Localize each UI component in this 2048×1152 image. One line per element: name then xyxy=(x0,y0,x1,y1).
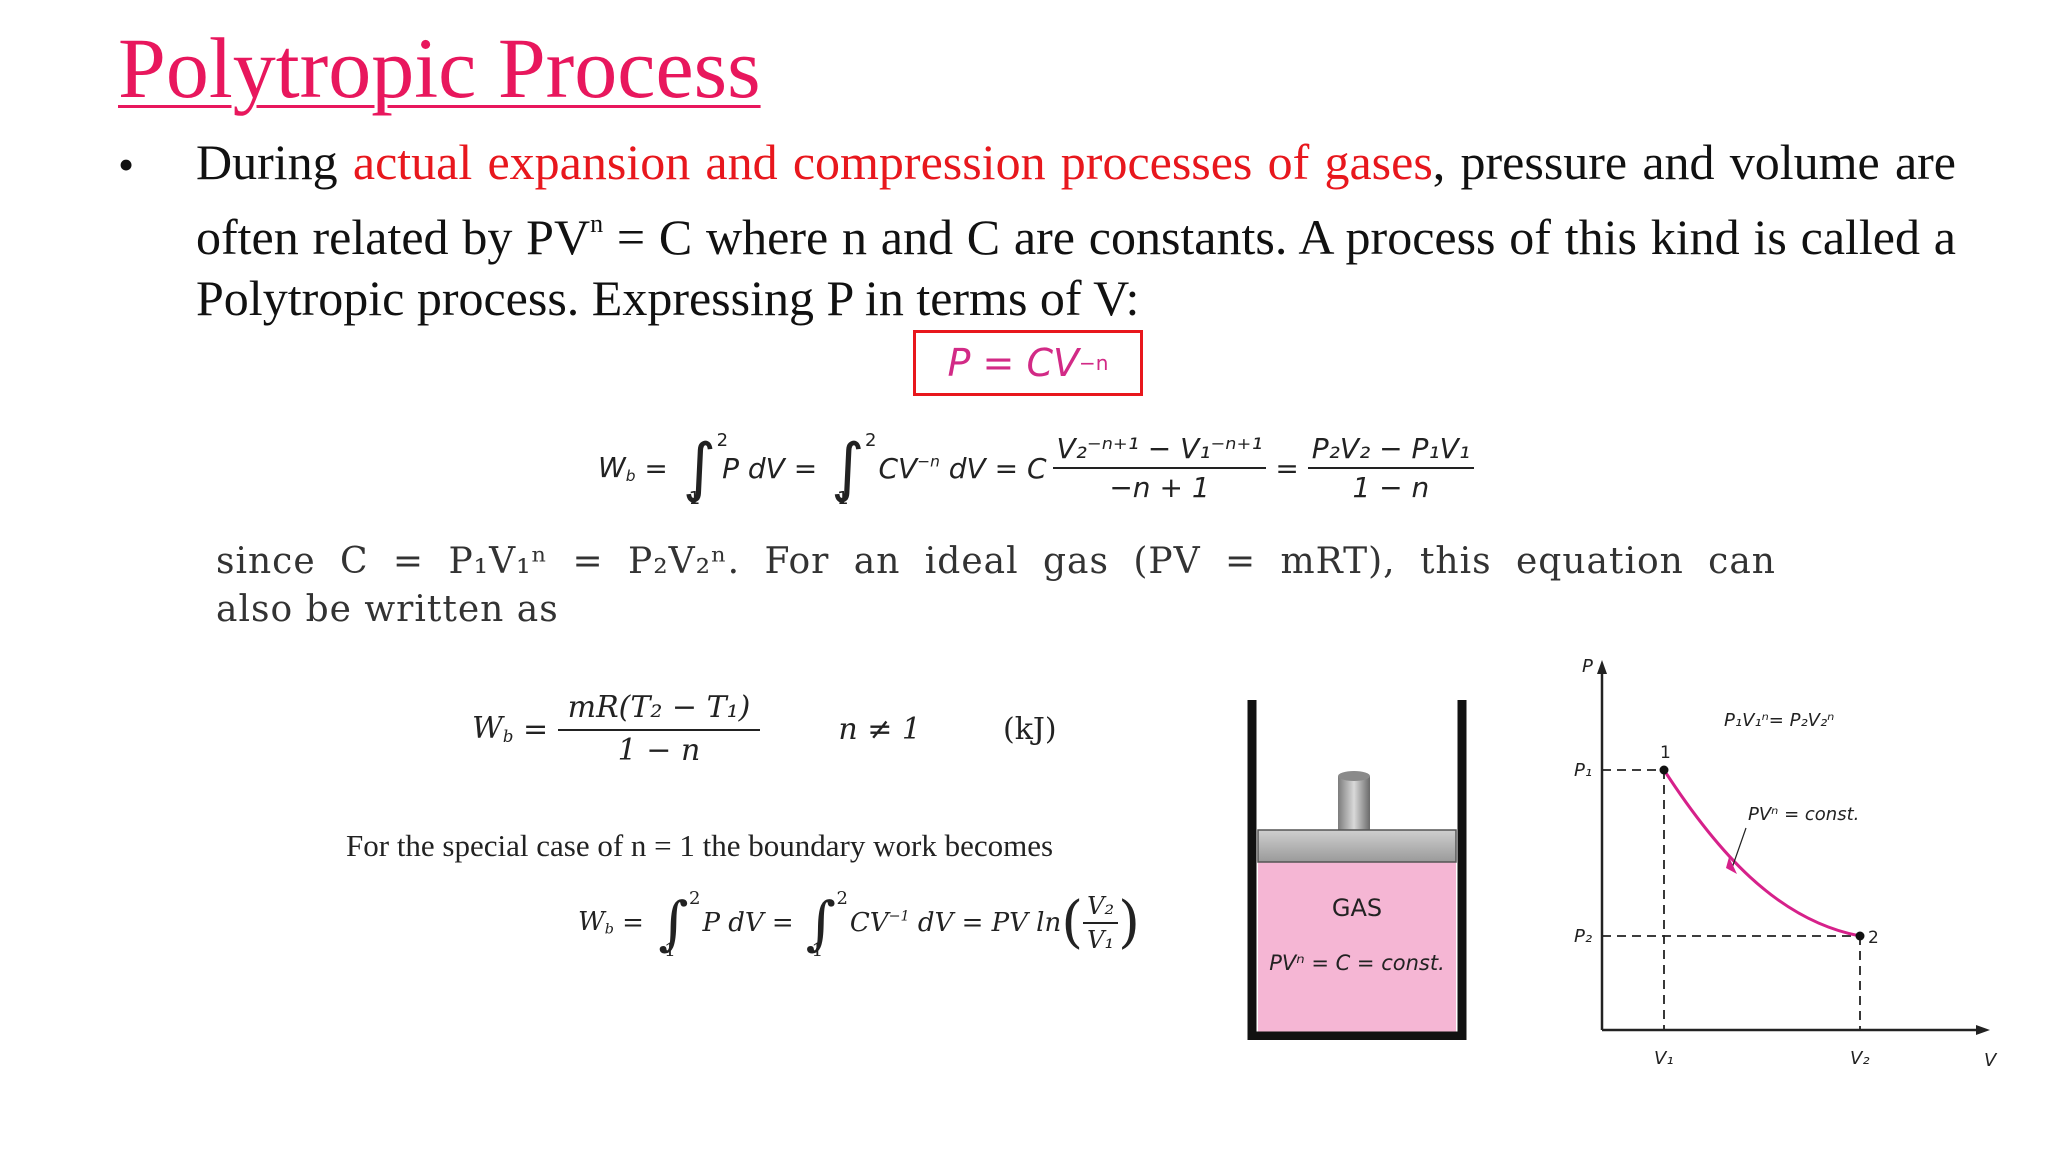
curve-arrowhead xyxy=(1726,857,1737,874)
ideal-gas-work-equation: Wb = mR(T₂ − T₁)1 − n n ≠ 1 (kJ) xyxy=(472,690,1057,768)
special-integrand-1: P dV = xyxy=(702,907,794,938)
v1-label: V₁ xyxy=(1654,1048,1674,1069)
intro-exponent: n xyxy=(590,209,604,238)
work-lhs: Wb xyxy=(598,451,636,485)
paren-left: ( xyxy=(1061,890,1084,955)
piston-head xyxy=(1257,829,1457,863)
special-case-text: For the special case of n = 1 the bounda… xyxy=(346,828,1054,863)
intro-text-mid: , pressure and volume are often related … xyxy=(196,134,1956,265)
point-2-label: 2 xyxy=(1868,928,1879,948)
intro-text-start: During xyxy=(196,134,353,190)
page-title: Polytropic Process xyxy=(118,20,761,116)
intro-paragraph: During actual expansion and compression … xyxy=(196,132,1956,329)
boxed-equation-text: P = CV xyxy=(947,341,1079,385)
p1-label: P₁ xyxy=(1574,760,1592,781)
y-axis-arrow xyxy=(1597,660,1607,674)
gas-region xyxy=(1258,862,1456,1032)
state-point-1 xyxy=(1659,765,1669,775)
integrand-2: CV−n dV = C xyxy=(878,451,1047,485)
boxed-equation: P = CV−n xyxy=(913,330,1143,396)
intro-highlight: actual expansion and compression process… xyxy=(352,134,1433,190)
y-axis-label: P xyxy=(1582,656,1593,677)
intro-text-end: = C where n and C are constants. A proce… xyxy=(196,209,1956,326)
ideal-gas-note-line2: also be written as xyxy=(216,589,559,630)
gas-equation: PVⁿ = C = const. xyxy=(1269,951,1445,975)
x-axis-arrow xyxy=(1976,1025,1990,1035)
equals-sign: = xyxy=(1266,451,1308,485)
fraction-1: V₂⁻ⁿ⁺¹ − V₁⁻ⁿ⁺¹−n + 1 xyxy=(1052,432,1267,504)
pv-diagram: P V P₁ P₂ V₁ V₂ 1 2 P₁V₁ⁿ= P₂V₂ⁿ PVⁿ = c… xyxy=(1574,656,1998,1071)
polytropic-curve xyxy=(1662,769,1861,938)
relation-label: P₁V₁ⁿ= P₂V₂ⁿ xyxy=(1724,710,1834,731)
gas-label: GAS xyxy=(1332,894,1382,922)
ideal-gas-note-line1: since C = P₁V₁ⁿ = P₂V₂ⁿ. For an ideal ga… xyxy=(216,541,1776,582)
point-1-label: 1 xyxy=(1660,743,1671,763)
x-axis-label: V xyxy=(1984,1050,1998,1071)
cylinder-walls xyxy=(1247,700,1467,1040)
equals-sign: = xyxy=(513,711,558,747)
ideal-gas-fraction: mR(T₂ − T₁)1 − n xyxy=(557,690,761,768)
equals-sign: = xyxy=(635,451,677,485)
piston-cylinder-diagram: GAS PVⁿ = C = const. xyxy=(1247,700,1467,1040)
curve-label: PVⁿ = const. xyxy=(1748,804,1859,825)
special-integrand-2: CV−1 dV = PV ln xyxy=(849,907,1062,938)
ideal-gas-condition: n ≠ 1 xyxy=(838,711,921,747)
paren-right: ) xyxy=(1118,890,1140,955)
ideal-gas-unit: (kJ) xyxy=(1002,711,1057,747)
p2-label: P₂ xyxy=(1574,926,1592,947)
bullet-marker: • xyxy=(118,139,135,190)
curve-label-leader xyxy=(1731,827,1747,869)
equals-sign: = xyxy=(613,907,653,938)
v2-label: V₂ xyxy=(1850,1048,1870,1069)
ideal-gas-note: since C = P₁V₁ⁿ = P₂V₂ⁿ. For an ideal ga… xyxy=(216,538,1776,634)
state-point-2 xyxy=(1855,931,1865,941)
special-lhs: Wb xyxy=(578,907,614,938)
integrand-1: P dV = xyxy=(722,451,818,485)
boxed-equation-exponent: −n xyxy=(1079,351,1109,375)
ideal-gas-lhs: Wb xyxy=(472,711,514,747)
